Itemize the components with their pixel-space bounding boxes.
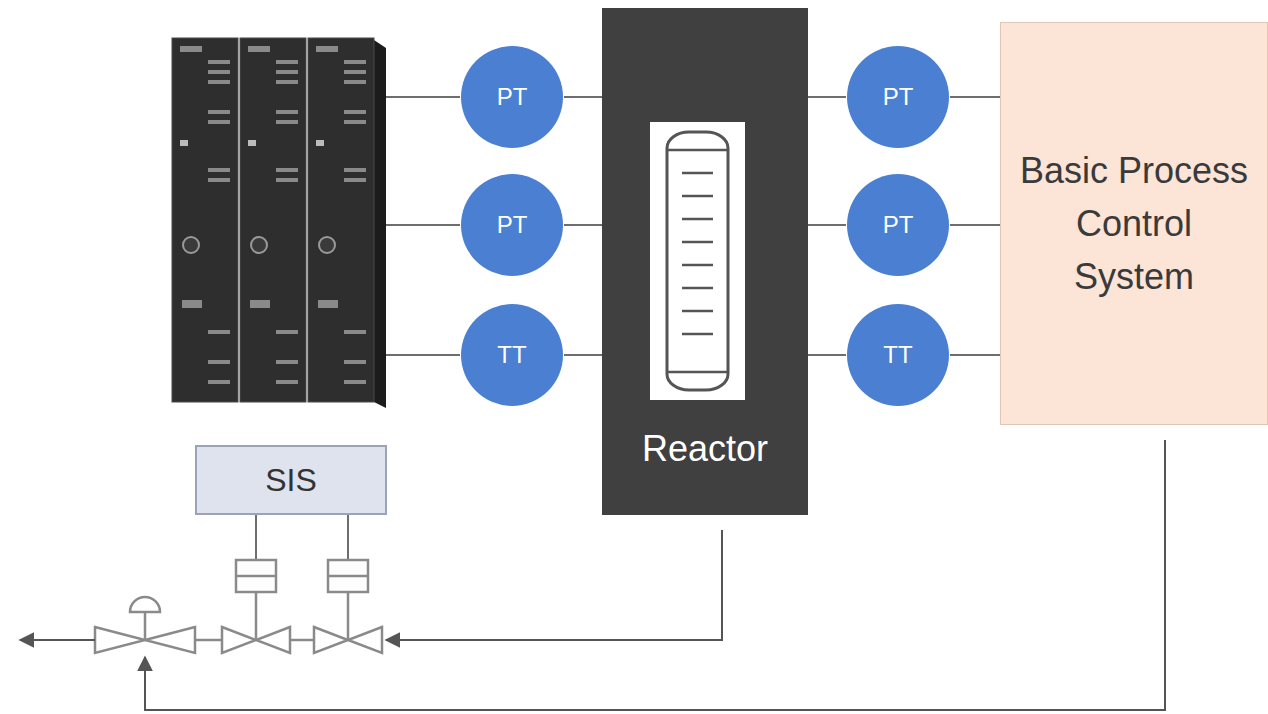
vessel-panel bbox=[650, 122, 745, 400]
signal-connector bbox=[950, 224, 1000, 226]
pressure-transmitter: PT bbox=[460, 45, 564, 149]
pipe bbox=[290, 639, 314, 642]
node-label: Basic Process Control System bbox=[1016, 144, 1252, 303]
pressure-transmitter: PT bbox=[846, 173, 950, 277]
solenoid-actuator bbox=[236, 560, 276, 592]
circle-shape bbox=[461, 46, 563, 148]
signal-wires bbox=[386, 97, 460, 355]
reactor-vessel: Reactor bbox=[602, 8, 808, 515]
plc-knobs bbox=[183, 237, 335, 253]
circle-shape bbox=[847, 174, 949, 276]
vessel-shell bbox=[667, 132, 728, 390]
signal-connector bbox=[564, 354, 602, 356]
solenoid-actuator bbox=[328, 560, 368, 592]
plc-module bbox=[172, 38, 238, 402]
control-system-box: Basic Process Control System bbox=[1000, 22, 1268, 425]
node-label: TT bbox=[497, 340, 526, 370]
safety-system-box: SIS bbox=[195, 445, 387, 515]
circle-shape bbox=[461, 304, 563, 406]
node-label: SIS bbox=[265, 461, 317, 499]
vessel-trays bbox=[667, 150, 728, 372]
pressure-transmitter: PT bbox=[460, 173, 564, 277]
valve-stem bbox=[347, 592, 350, 640]
valve-stem bbox=[255, 592, 258, 640]
plc-module bbox=[240, 38, 306, 402]
signal-connector bbox=[564, 96, 602, 98]
plc-leds bbox=[180, 140, 324, 146]
signal-connector bbox=[564, 224, 602, 226]
temperature-transmitter: TT bbox=[846, 303, 950, 407]
signal-connector bbox=[808, 96, 846, 98]
valve-train bbox=[95, 560, 382, 653]
pressure-transmitter: PT bbox=[846, 45, 950, 149]
node-label: PT bbox=[883, 210, 914, 240]
sis-wires bbox=[256, 515, 348, 560]
circle-shape bbox=[847, 304, 949, 406]
plc-side bbox=[374, 40, 386, 408]
node-label: PT bbox=[497, 82, 528, 112]
valve-stem bbox=[144, 612, 147, 640]
node-label: Reactor bbox=[642, 428, 768, 470]
outlet-arrow bbox=[20, 639, 95, 641]
temperature-transmitter: TT bbox=[460, 303, 564, 407]
actuator-detail bbox=[236, 575, 276, 578]
diaphragm-actuator bbox=[130, 597, 160, 612]
pipe bbox=[195, 639, 222, 642]
plc-controller bbox=[172, 38, 386, 408]
node-label: PT bbox=[497, 210, 528, 240]
actuator-detail bbox=[328, 575, 368, 578]
circle-shape bbox=[461, 174, 563, 276]
reactor-outlet-line bbox=[386, 530, 722, 640]
node-label: PT bbox=[883, 82, 914, 112]
signal-connector bbox=[808, 224, 846, 226]
circle-shape bbox=[847, 46, 949, 148]
signal-connector bbox=[950, 354, 1000, 356]
plc-module bbox=[308, 38, 374, 402]
plc-details bbox=[180, 46, 366, 384]
node-label: TT bbox=[883, 340, 912, 370]
signal-connector bbox=[808, 354, 846, 356]
process-lines bbox=[20, 440, 1165, 710]
signal-connector bbox=[950, 96, 1000, 98]
